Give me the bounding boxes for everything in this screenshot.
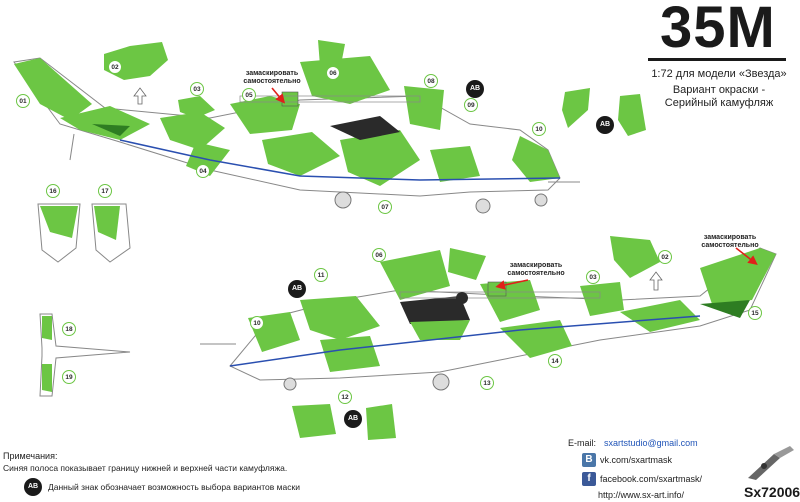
mask-note-right-line1: замаскировать [703, 234, 757, 241]
part-03-top-shape [178, 96, 215, 118]
facebook-icon[interactable]: f [582, 472, 596, 486]
part-badge: 02 [658, 250, 672, 264]
notes-line-1: Синяя полоса показывает границу нижней и… [3, 463, 288, 473]
ab-legend-icon: AB [24, 478, 42, 496]
vk-link[interactable]: vk.com/sxartmask [600, 455, 673, 465]
part-badge: 10 [532, 122, 546, 136]
part-badge: 04 [196, 164, 210, 178]
variant-line-1: Вариант окраски - [672, 84, 766, 96]
variant-line-2: Серийный камуфляж [664, 97, 774, 109]
mask-note-top-line2: самостоятельно [243, 78, 301, 85]
mask-note-right-line2: самостоятельно [701, 242, 759, 249]
mask-note-mid-line1: замаскировать [509, 262, 563, 269]
part-badge: 19 [62, 370, 76, 384]
ab-choice-icon: AB [344, 410, 362, 428]
helicopter-top-view [13, 40, 580, 214]
part-02-bottom-shape [610, 236, 660, 278]
title-underline [648, 58, 786, 61]
part-badge: 02 [108, 60, 122, 74]
email-label: E-mail: [568, 438, 597, 448]
variant-description: Вариант окраски - Серийный камуфляж [640, 84, 798, 110]
part-badge: 11 [314, 268, 328, 282]
part-badge: 12 [338, 390, 352, 404]
part-badge: 06 [326, 66, 340, 80]
mask-note-top: замаскировать самостоятельно [236, 70, 308, 86]
notes-title: Примечания: [3, 451, 58, 461]
part-badge: 03 [190, 82, 204, 96]
mask-note-top-line1: замаскировать [245, 70, 299, 77]
ab-choice-icon: AB [466, 80, 484, 98]
airbrush-logo-icon [748, 446, 794, 480]
facebook-link[interactable]: facebook.com/sxartmask/ [600, 474, 703, 484]
part-badge: 03 [586, 270, 600, 284]
part-badge: 01 [16, 94, 30, 108]
ab-choice-icon: AB [288, 280, 306, 298]
part-badge: 15 [748, 306, 762, 320]
mask-note-mid-line2: самостоятельно [507, 270, 565, 277]
part-badge: 10 [250, 316, 264, 330]
vk-icon[interactable]: В [582, 453, 596, 467]
part-badge: 08 [424, 74, 438, 88]
part-12-shape-a [292, 404, 336, 438]
part-badge: 18 [62, 322, 76, 336]
part-side-panel-1 [562, 88, 590, 128]
mask-note-mid: замаскировать самостоятельно [500, 262, 572, 278]
notes-line-2: Данный знак обозначает возможность выбор… [48, 482, 300, 492]
part-badge: 16 [46, 184, 60, 198]
tail-top-view-outline [39, 313, 131, 397]
ab-choice-icon: AB [596, 116, 614, 134]
model-title: 35M [660, 0, 776, 60]
mask-note-right: замаскировать самостоятельно [694, 234, 766, 250]
helicopter-bottom-view [200, 247, 777, 391]
scale-model-line: 1:72 для модели «Звезда» [651, 68, 787, 80]
part-badge: 13 [480, 376, 494, 390]
part-side-panel-2 [618, 94, 646, 136]
part-badge: 09 [464, 98, 478, 112]
part-badge: 07 [378, 200, 392, 214]
part-badge: 14 [548, 354, 562, 368]
email-link[interactable]: sxartstudio@gmail.com [604, 438, 698, 448]
part-badge: 05 [242, 88, 256, 102]
website-link[interactable]: http://www.sx-art.info/ [598, 490, 685, 500]
part-badge: 17 [98, 184, 112, 198]
part-badge: 06 [372, 248, 386, 262]
part-12-shape-b [366, 404, 396, 440]
product-code: Sx72006 [744, 484, 800, 500]
